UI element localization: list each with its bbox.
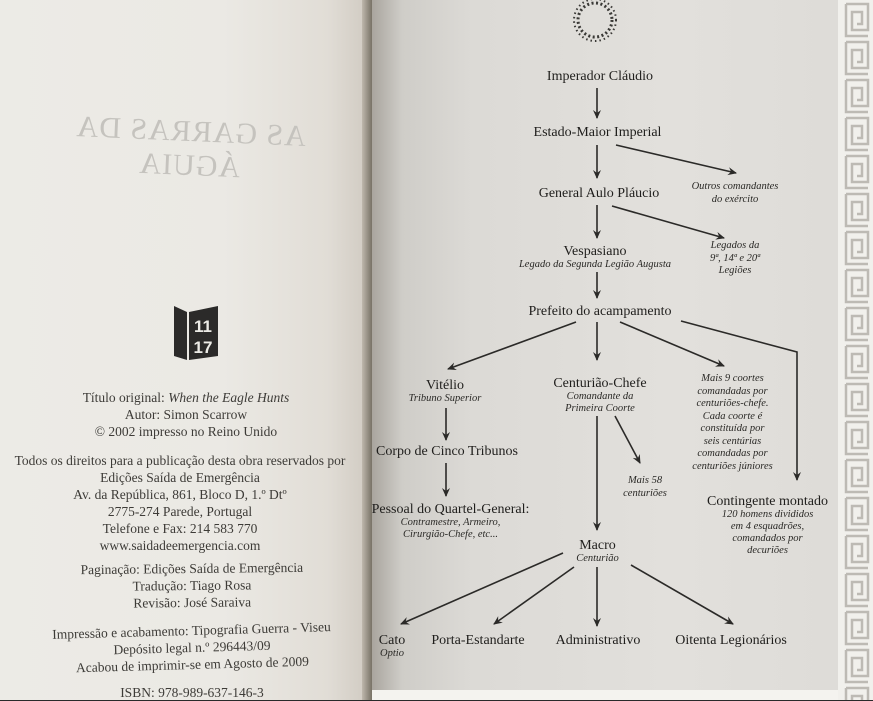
original-title-block: Título original: When the Eagle Hunts Au…	[0, 389, 372, 440]
node-title: Imperador Cláudio	[546, 69, 654, 84]
node-prefeito-do-acampamento: Prefeito do acampamento	[515, 304, 685, 319]
note-line: 9ª, 14ª e 20ª	[709, 252, 761, 264]
laurel-wreath-icon	[565, 0, 625, 53]
author-line: Autor: Simon Scarrow	[124, 407, 248, 422]
node-subtitle: Tribuno Superior	[408, 393, 482, 404]
note-line: comandadas por	[697, 385, 768, 397]
publisher-postcode: 2775-274 Parede, Portugal	[107, 504, 253, 519]
left-page: AS GARRAS DA ÁGUIA ​ 11 17 Título origin…	[0, 0, 372, 700]
node-title: Contingente montado	[707, 494, 828, 509]
node-title: Vitélio	[425, 378, 465, 393]
node-subtitle: Legado da Segunda Legião Augusta	[518, 259, 672, 270]
node-title: Administrativo	[555, 633, 641, 648]
node-title: Porta-Estandarte	[431, 633, 525, 648]
node-oitenta-legionarios: Oitenta Legionários	[666, 633, 796, 648]
note-line: centuriões júniores	[692, 460, 773, 472]
node-outros-comandantes: Outros comandantes do exército	[680, 181, 790, 206]
note-line: do exército	[711, 193, 759, 205]
copyright-line: © 2002 impresso no Reino Unido	[94, 424, 278, 439]
node-general-aulo-plaucio: General Aulo Pláucio	[530, 186, 668, 201]
node-title: Estado-Maior Imperial	[533, 125, 662, 140]
node-title: Macro	[579, 538, 616, 553]
note-line: constituída por	[700, 423, 765, 434]
note-line: Legados da	[710, 240, 760, 251]
node-legados: Legados da 9ª, 14ª e 20ª Legiões	[695, 240, 775, 278]
node-macro: Macro Centurião	[555, 538, 640, 565]
node-title: Pessoal do Quartel-General:	[371, 502, 530, 517]
publisher-phone: Telefone e Fax: 214 583 770	[102, 521, 258, 536]
isbn: ISBN: 978-989-637-146-3	[120, 685, 264, 700]
node-porta-estandarte: Porta-Estandarte	[423, 633, 533, 648]
rights-line: Todos os direitos para a publicação dest…	[14, 453, 346, 468]
note-line: Mais 9 coortes	[701, 373, 764, 384]
node-subtitle: Cirurgião-Chefe, etc...	[403, 529, 498, 540]
note-line: Mais 58	[627, 475, 663, 486]
node-title: Prefeito do acampamento	[528, 304, 672, 319]
node-centuriao-chefe: Centurião-Chefe Comandante da Primeira C…	[545, 376, 655, 415]
node-title: Vespasiano	[563, 244, 627, 259]
node-subtitle: Centurião	[576, 553, 619, 564]
note-line: centuriões-chefe.	[696, 398, 769, 409]
node-mais-58-centurioes: Mais 58 centuriões	[615, 475, 675, 500]
node-administrativo: Administrativo	[548, 633, 648, 648]
node-corpo-de-cinco-tribunos: Corpo de Cinco Tribunos	[372, 444, 522, 459]
greek-key-border	[838, 0, 873, 700]
svg-text:17: 17	[194, 338, 213, 357]
node-title: Centurião-Chefe	[553, 376, 647, 391]
note-line: seis centúrias	[703, 435, 762, 447]
node-cato: Cato Optio	[372, 633, 412, 660]
note-line: centuriões	[623, 487, 667, 499]
node-pessoal-quartel-general: Pessoal do Quartel-General: Contramestre…	[368, 502, 533, 541]
node-title: Corpo de Cinco Tribunos	[376, 444, 518, 459]
publisher-address: Av. da República, 861, Bloco D, 1.º Dtº	[73, 487, 287, 502]
node-vespasiano: Vespasiano Legado da Segunda Legião Augu…	[505, 244, 685, 271]
node-imperador-claudio: Imperador Cláudio	[520, 69, 680, 84]
original-title-line: Título original: When the Eagle Hunts	[82, 390, 290, 405]
node-subtitle: 120 homens divididos	[721, 509, 814, 520]
page-bottom-edge	[372, 690, 873, 700]
publisher-website: www.saidadeemergencia.com	[99, 538, 261, 553]
node-contingente-montado: Contingente montado 120 homens divididos…	[695, 494, 840, 557]
publisher-book-logo-icon: 11 17	[172, 302, 220, 367]
node-subtitle: em 4 esquadrões,	[730, 521, 805, 532]
note-line: Outros comandantes	[691, 181, 779, 192]
node-subtitle: comandados por	[732, 533, 803, 544]
publisher-name: Edições Saída de Emergência	[100, 470, 260, 485]
node-subtitle: Primeira Coorte	[565, 403, 635, 414]
node-subtitle: decuriões	[747, 545, 788, 556]
svg-text:11: 11	[194, 317, 212, 336]
node-estado-maior-imperial: Estado-Maior Imperial	[515, 125, 680, 140]
note-line: Legiões	[718, 265, 752, 276]
node-subtitle: Contramestre, Armeiro,	[400, 517, 501, 528]
node-title: General Aulo Pláucio	[538, 186, 660, 201]
note-line: Cada coorte é	[702, 410, 763, 422]
note-line: comandadas por	[697, 448, 768, 459]
node-mais-9-coortes: Mais 9 coortes comandadas por centuriões…	[680, 373, 785, 473]
node-title: Oitenta Legionários	[675, 633, 787, 648]
node-title: Cato	[378, 633, 406, 648]
rights-block: Todos os direitos para a publicação dest…	[0, 452, 366, 554]
node-subtitle: Comandante da	[566, 391, 634, 402]
node-vitelio: Vitélio Tribuno Superior	[400, 378, 490, 405]
node-subtitle: Optio	[380, 648, 404, 659]
